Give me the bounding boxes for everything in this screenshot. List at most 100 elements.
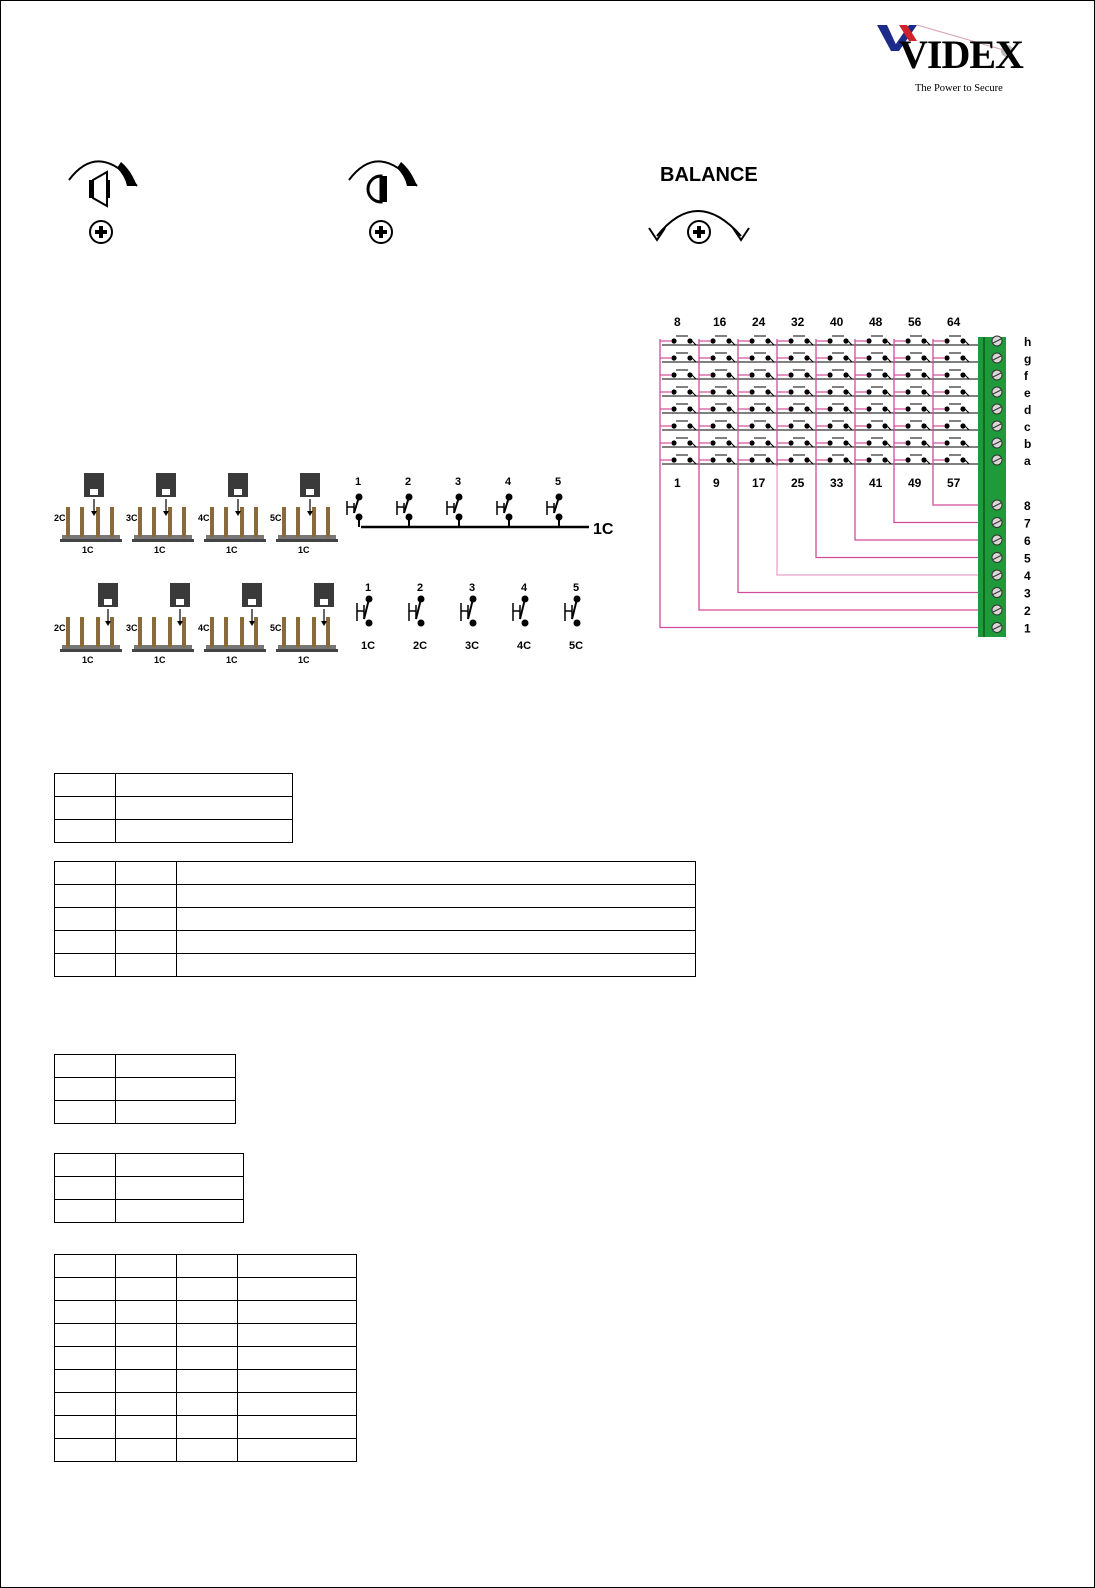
button-common-label: 5C (569, 640, 583, 652)
matrix-button (894, 403, 931, 414)
matrix-row-letter: b (1024, 437, 1031, 451)
table-row (54, 796, 293, 820)
matrix-top-number: 32 (791, 315, 805, 329)
button-number: 4 (521, 582, 528, 594)
matrix-bottom-number: 41 (869, 476, 883, 490)
table-3 (54, 1054, 236, 1124)
table-row (54, 1369, 357, 1393)
matrix-button (660, 454, 697, 465)
matrix-button (855, 454, 892, 465)
matrix-button (660, 437, 697, 448)
jumper-common-label: 1C (82, 655, 94, 665)
logo-tagline: The Power to Secure (915, 83, 1003, 94)
matrix-bottom-number: 49 (908, 476, 922, 490)
matrix-button (933, 454, 970, 465)
balance-control (648, 210, 750, 244)
matrix-button (855, 403, 892, 414)
terminal-screw (991, 499, 1003, 511)
button-common-label: 1C (361, 640, 375, 652)
button-number: 1 (365, 582, 371, 594)
matrix-button (816, 352, 853, 363)
table-row (54, 1438, 357, 1462)
jumper-common-label: 1C (154, 545, 166, 555)
matrix-button (699, 335, 736, 346)
table-1 (54, 773, 293, 843)
microphone-volume-control (348, 160, 418, 244)
matrix-button (855, 369, 892, 380)
matrix-top-number: 16 (713, 315, 727, 329)
matrix-bottom-number: 17 (752, 476, 766, 490)
matrix-button (699, 386, 736, 397)
matrix-top-number: 64 (947, 315, 961, 329)
matrix-button (816, 454, 853, 465)
matrix-button (894, 352, 931, 363)
button-common-label: 4C (517, 640, 531, 652)
speaker-volume-control (68, 160, 138, 244)
button-number: 5 (573, 582, 579, 594)
push-button-symbol: 2 (408, 582, 425, 627)
matrix-button (933, 437, 970, 448)
button-number: 3 (469, 582, 475, 594)
push-button-symbol: 5 (546, 476, 563, 521)
matrix-button (855, 437, 892, 448)
common-terminal-label: 1C (593, 521, 614, 538)
terminal-screw (991, 552, 1003, 563)
matrix-row-letter: e (1024, 386, 1031, 400)
matrix-bottom-number: 1 (674, 476, 681, 490)
matrix-bottom-number: 57 (947, 476, 961, 490)
jumper-label: 2C (54, 623, 66, 633)
matrix-button (894, 454, 931, 465)
button-number: 4 (505, 476, 512, 488)
table-row (54, 1277, 357, 1301)
button-number: 2 (405, 476, 411, 488)
matrix-button (816, 386, 853, 397)
push-button-symbol: 4 (512, 582, 529, 627)
jumper-common-label: 1C (154, 655, 166, 665)
matrix-column-terminal: 8 (1024, 499, 1031, 513)
logo-wordmark: VIDEX (899, 32, 1024, 77)
terminal-screw (991, 604, 1003, 616)
jumper-block: 5C 1C (270, 473, 338, 555)
matrix-button (738, 352, 775, 363)
matrix-button (777, 335, 814, 346)
speaker-icon (89, 170, 110, 208)
button-number: 1 (355, 476, 361, 488)
matrix-button (777, 454, 814, 465)
microphone-icon (366, 174, 387, 204)
matrix-button (855, 386, 892, 397)
matrix-button (933, 335, 970, 346)
matrix-button (699, 454, 736, 465)
matrix-button (816, 437, 853, 448)
videx-logo-mark (877, 24, 1013, 57)
jumper-label: 5C (270, 513, 282, 523)
matrix-bottom-number: 9 (713, 476, 720, 490)
matrix-row-letter: c (1024, 420, 1031, 434)
matrix-button (894, 437, 931, 448)
videx-logo: VIDEX The Power to Secure (877, 21, 1032, 101)
matrix-button (933, 369, 970, 380)
push-button-symbol: 4 (496, 476, 513, 521)
matrix-button (933, 420, 970, 431)
table-row (54, 884, 696, 908)
matrix-bottom-number: 25 (791, 476, 805, 490)
matrix-top-number: 8 (674, 315, 681, 329)
jumper-label: 4C (198, 513, 210, 523)
table-4 (54, 1153, 244, 1223)
matrix-top-number: 24 (752, 315, 766, 329)
table-row (54, 861, 696, 885)
table-5 (54, 1254, 357, 1462)
table-2 (54, 861, 696, 977)
matrix-button (777, 386, 814, 397)
button-number: 2 (417, 582, 423, 594)
matrix-button (699, 420, 736, 431)
matrix-column-terminal: 2 (1024, 604, 1031, 618)
jumper-common-label: 1C (298, 545, 310, 555)
table-row (54, 1300, 357, 1324)
terminal-screw (991, 386, 1003, 398)
matrix-button (777, 352, 814, 363)
